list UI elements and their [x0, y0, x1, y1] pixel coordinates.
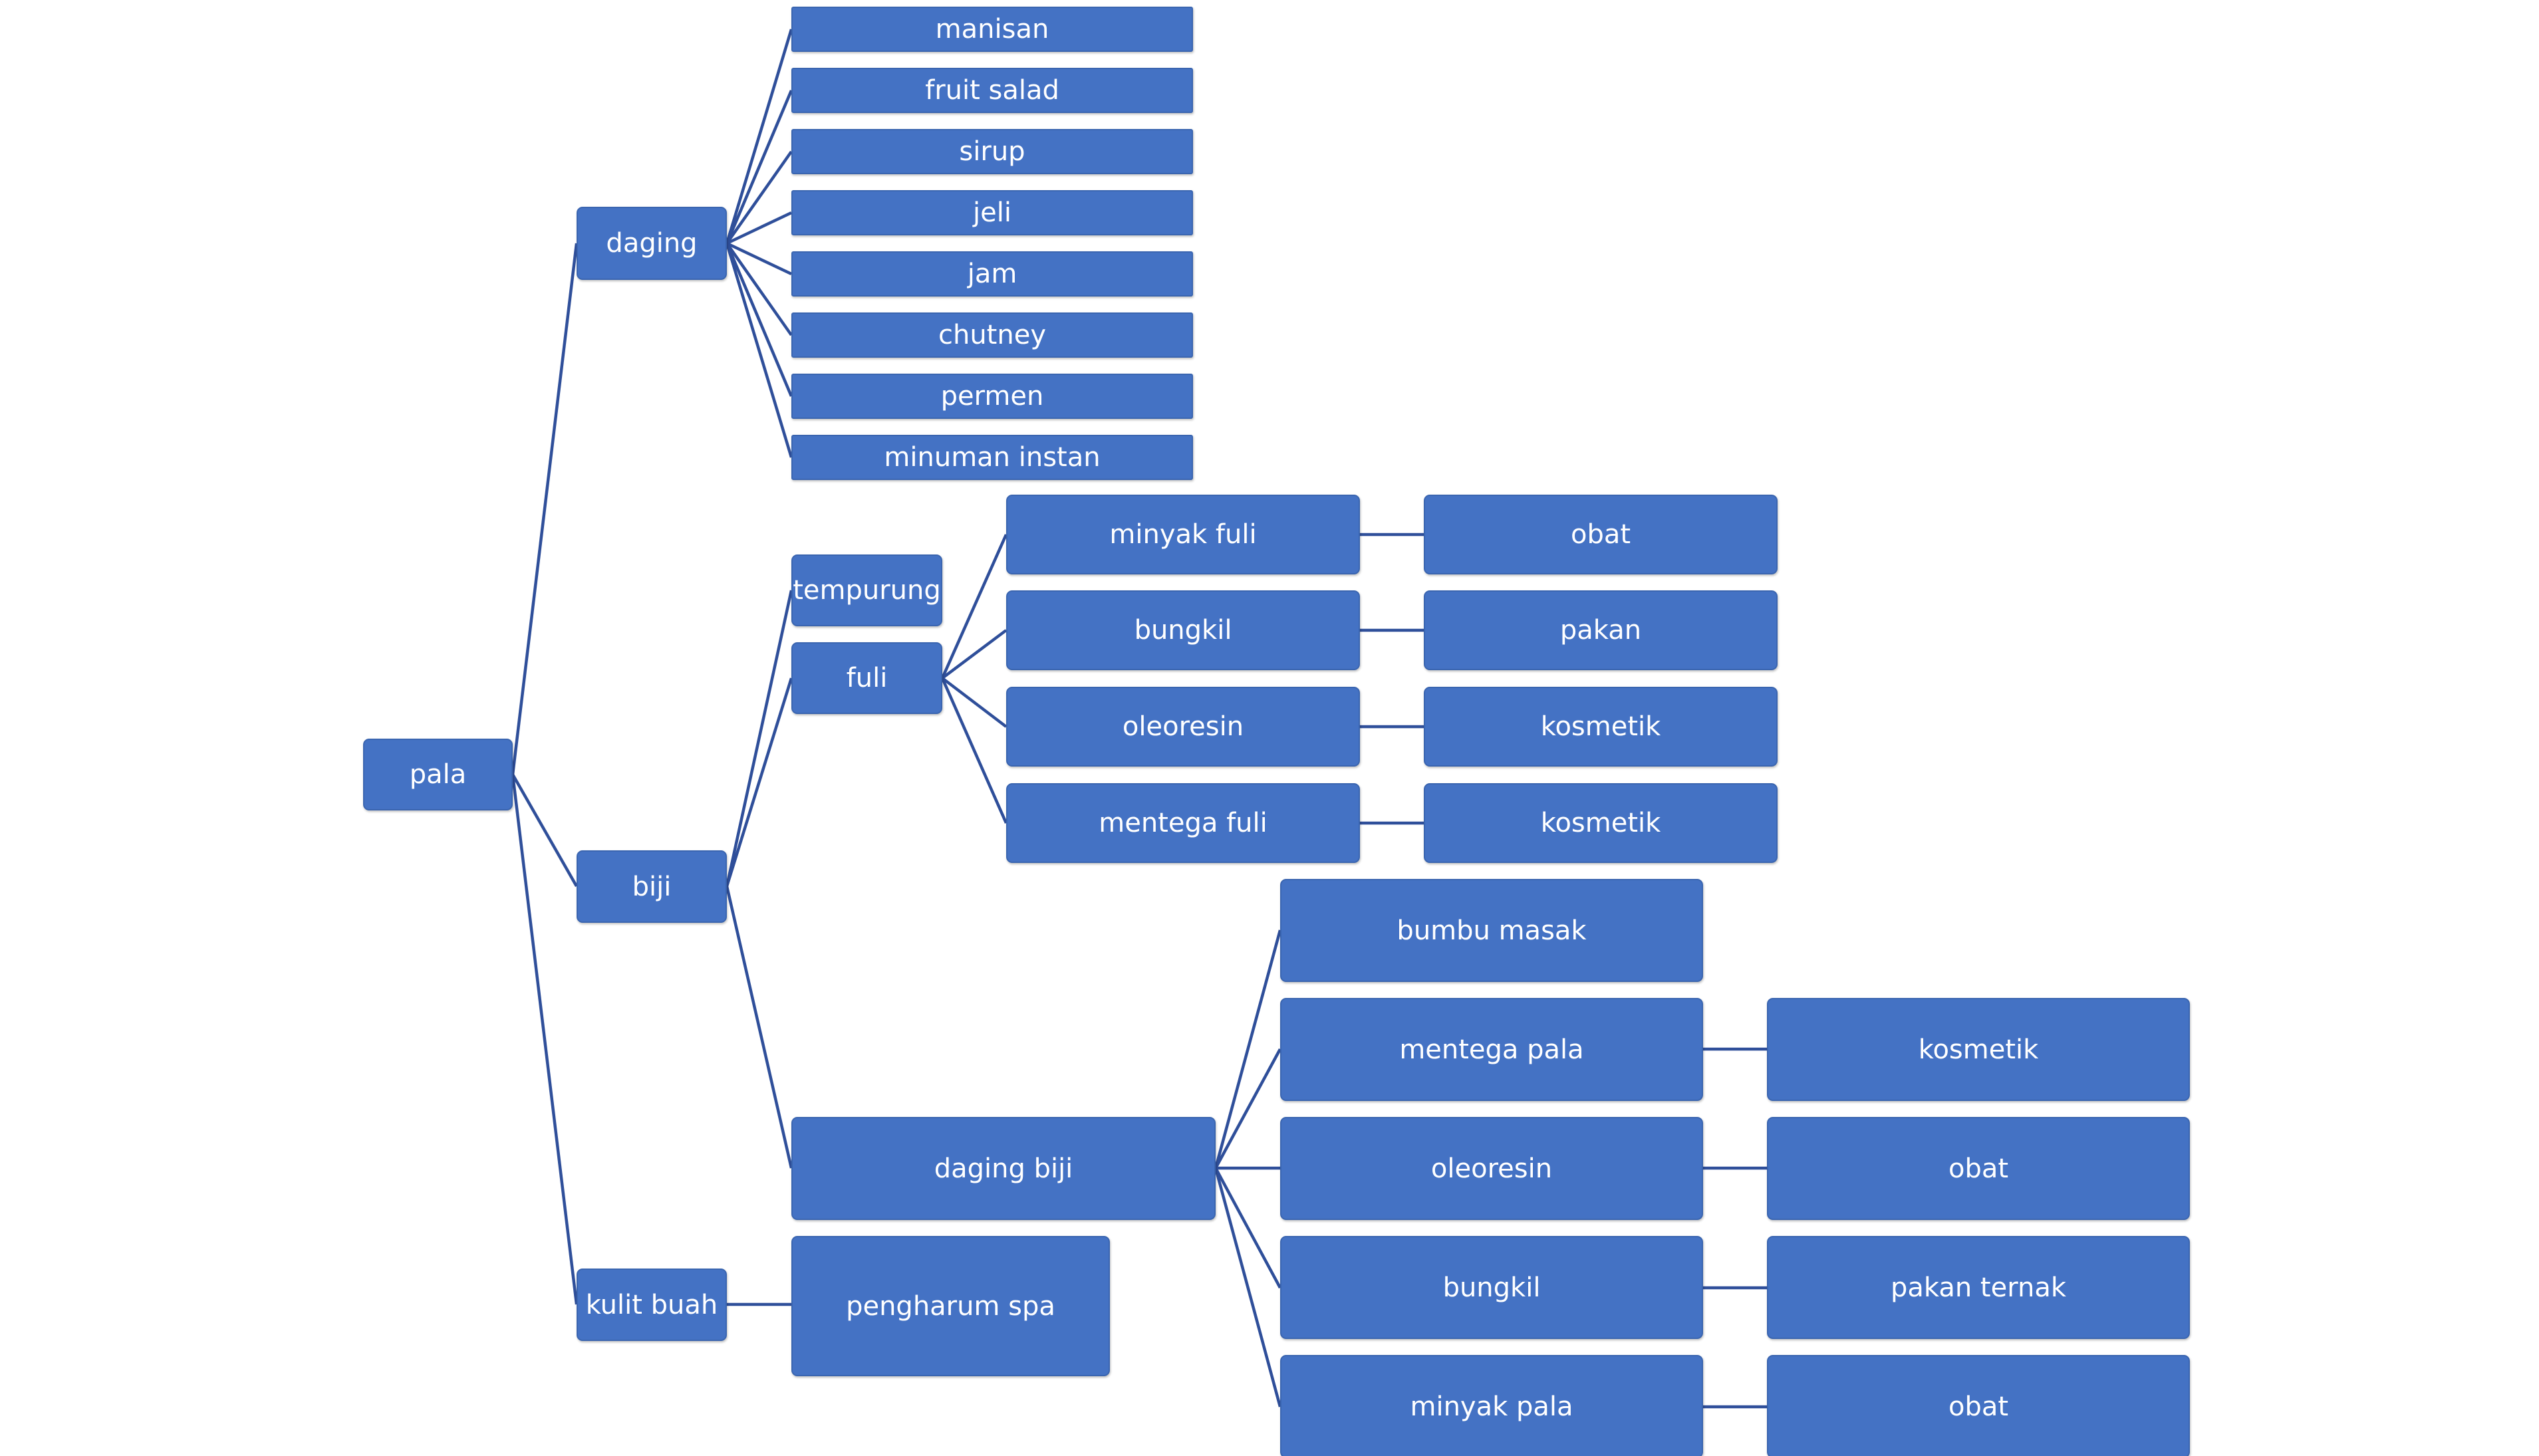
link-pala-biji	[511, 773, 578, 888]
node-fuli-item[interactable]: bungkil	[1006, 590, 1360, 670]
node-daging-product[interactable]: minuman instan	[791, 435, 1193, 480]
node-daging-biji-item[interactable]: mentega pala	[1280, 998, 1703, 1101]
node-daging-biji-use[interactable]: pakan ternak	[1767, 1236, 2190, 1339]
node-daging-biji-use[interactable]: kosmetik	[1767, 998, 2190, 1101]
link-daging-product	[726, 242, 793, 336]
node-daging-biji-use[interactable]: obat	[1767, 1117, 2190, 1220]
node-fuli-use[interactable]: obat	[1424, 495, 1778, 574]
link-daging-biji-item	[1214, 1167, 1282, 1407]
node-pengharum-spa[interactable]: pengharum spa	[791, 1236, 1110, 1376]
link-biji-tempurung	[725, 590, 793, 887]
link-daging-product	[725, 29, 793, 244]
link-fuli-item	[941, 629, 1007, 679]
node-fuli-item[interactable]: minyak fuli	[1006, 495, 1360, 574]
node-biji[interactable]: biji	[577, 850, 727, 923]
link-daging-product	[725, 90, 793, 244]
node-daging-product[interactable]: jam	[791, 251, 1193, 297]
node-pala[interactable]: pala	[363, 739, 513, 810]
link-daging-product	[726, 241, 792, 276]
node-daging-biji-item[interactable]: minyak pala	[1280, 1355, 1703, 1456]
node-fuli-item[interactable]: oleoresin	[1006, 687, 1360, 767]
node-daging-product[interactable]: manisan	[791, 7, 1193, 52]
node-daging-product[interactable]: fruit salad	[791, 68, 1193, 113]
node-fuli-use[interactable]: kosmetik	[1424, 783, 1778, 863]
link-daging-product	[726, 211, 792, 245]
node-daging-biji[interactable]: daging biji	[791, 1117, 1216, 1220]
node-fuli-use[interactable]: pakan	[1424, 590, 1778, 670]
node-daging-product[interactable]: jeli	[791, 190, 1193, 235]
link-fuli-item	[940, 534, 1008, 679]
node-daging-product[interactable]: permen	[791, 374, 1193, 419]
node-tempurung[interactable]: tempurung	[791, 554, 942, 626]
node-daging-product[interactable]: chutney	[791, 312, 1193, 358]
link-fuli-item	[941, 677, 1007, 728]
link-daging-product	[725, 243, 793, 397]
link-daging-biji-item	[1214, 929, 1282, 1169]
link-daging-biji-item	[1214, 1048, 1281, 1169]
link-pala-daging	[511, 243, 579, 775]
node-daging-product[interactable]: sirup	[791, 129, 1193, 174]
node-daging[interactable]: daging	[577, 207, 727, 280]
link-biji-daging-biji	[725, 886, 793, 1169]
node-daging-biji-item[interactable]: bungkil	[1280, 1236, 1703, 1339]
link-daging-product	[725, 243, 793, 458]
link-pala-kulit-buah	[511, 774, 579, 1305]
node-daging-biji-use[interactable]: obat	[1767, 1355, 2190, 1456]
node-daging-biji-item[interactable]: oleoresin	[1280, 1117, 1703, 1220]
link-daging-product	[726, 150, 793, 245]
node-daging-biji-item[interactable]: bumbu masak	[1280, 879, 1703, 982]
link-fuli-item	[940, 677, 1008, 824]
node-fuli-item[interactable]: mentega fuli	[1006, 783, 1360, 863]
link-biji-fuli	[725, 677, 793, 887]
node-fuli-use[interactable]: kosmetik	[1424, 687, 1778, 767]
node-fuli[interactable]: fuli	[791, 642, 942, 714]
link-daging-biji-item	[1214, 1167, 1281, 1289]
node-kulit-buah[interactable]: kulit buah	[577, 1269, 727, 1341]
